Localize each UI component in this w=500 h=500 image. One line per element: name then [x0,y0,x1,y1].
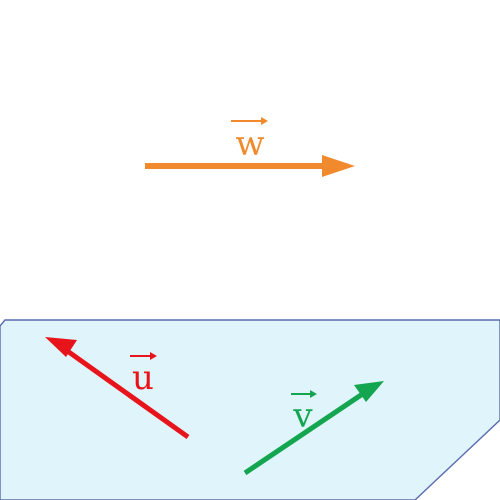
vector-v-label-overarrow-head [310,390,317,398]
vector-u-arrowhead [45,337,77,357]
plane-parallelogram [0,319,500,500]
vector-u-label-overarrow-head [150,352,157,360]
vector-w-label: w [235,124,264,164]
vector-v-shaft [243,390,366,476]
vector-w-arrowhead [322,155,355,177]
vector-u-shaft [64,347,190,440]
vector-v-arrowhead [354,381,384,402]
vector-u-label: u [132,358,154,398]
vector-w-label-overarrow-head [261,117,268,125]
vector-w: w [145,117,355,177]
vector-v: v [243,381,384,476]
vector-u: u [45,337,190,440]
vector-v-label: v [292,396,313,436]
